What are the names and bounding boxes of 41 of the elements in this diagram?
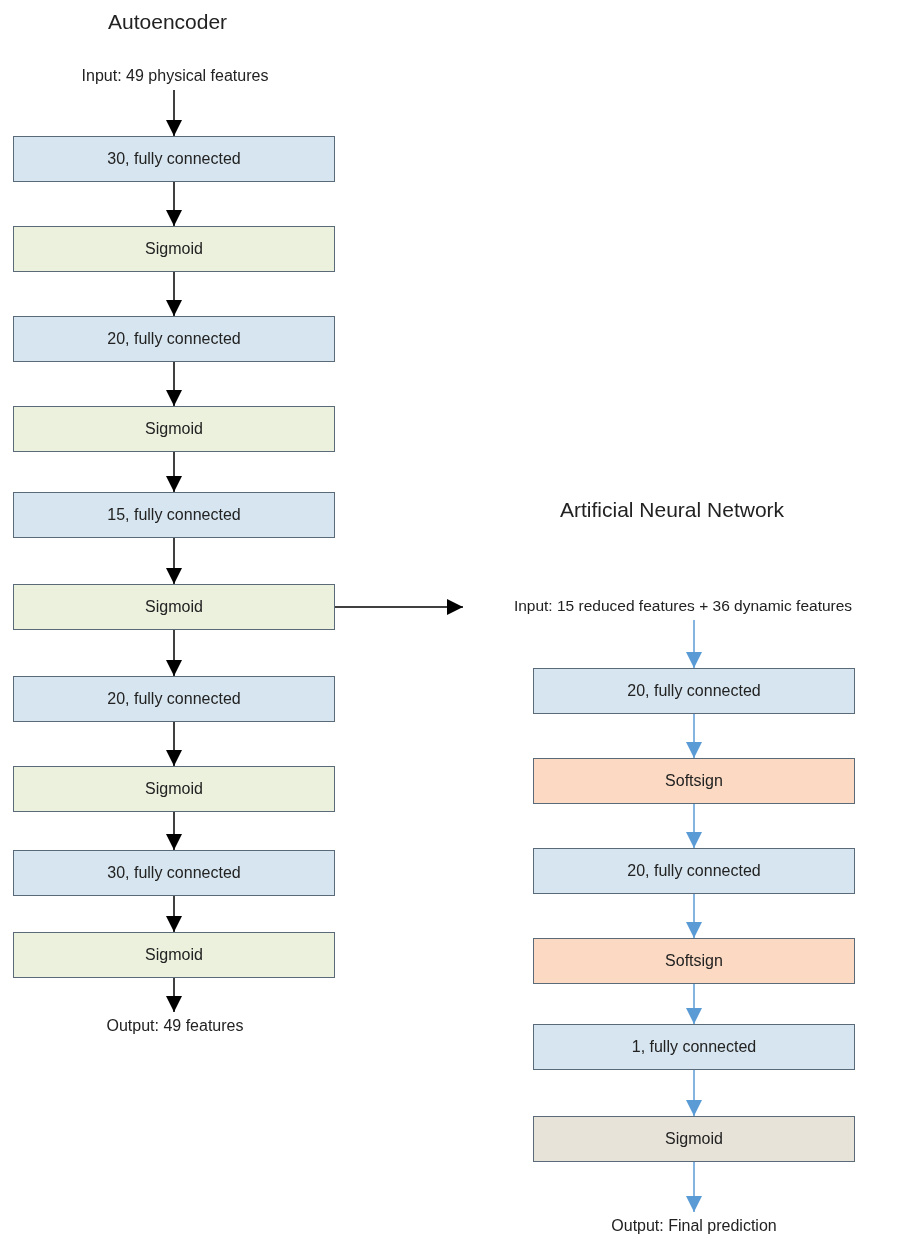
arrow bbox=[166, 721, 182, 767]
layer-box: 1, fully connected bbox=[533, 1024, 855, 1070]
arrow bbox=[166, 89, 182, 137]
arrow bbox=[334, 599, 464, 615]
layer-box: Softsign bbox=[533, 938, 855, 984]
layer-box: Sigmoid bbox=[533, 1116, 855, 1162]
layer-box: 30, fully connected bbox=[13, 850, 335, 896]
arrow bbox=[166, 271, 182, 317]
io-label: Output: 49 features bbox=[50, 1014, 300, 1038]
layer-box: Sigmoid bbox=[13, 406, 335, 452]
layer-box: Sigmoid bbox=[13, 932, 335, 978]
section-heading: Autoencoder bbox=[108, 10, 228, 34]
arrow bbox=[166, 629, 182, 677]
arrow bbox=[166, 451, 182, 493]
arrow bbox=[686, 713, 702, 759]
arrow bbox=[686, 983, 702, 1025]
io-label: Output: Final prediction bbox=[554, 1214, 834, 1238]
layer-box: 20, fully connected bbox=[13, 676, 335, 722]
layer-box: 15, fully connected bbox=[13, 492, 335, 538]
arrow bbox=[166, 181, 182, 227]
arrow bbox=[686, 619, 702, 669]
arrow bbox=[166, 977, 182, 1013]
arrow bbox=[686, 893, 702, 939]
layer-box: Softsign bbox=[533, 758, 855, 804]
io-label: Input: 15 reduced features + 36 dynamic features bbox=[463, 594, 903, 618]
arrow bbox=[686, 803, 702, 849]
layer-box: Sigmoid bbox=[13, 584, 335, 630]
arrow bbox=[166, 361, 182, 407]
layer-box: 30, fully connected bbox=[13, 136, 335, 182]
arrow bbox=[686, 1069, 702, 1117]
layer-box: 20, fully connected bbox=[533, 848, 855, 894]
arrow bbox=[166, 811, 182, 851]
arrow bbox=[166, 895, 182, 933]
layer-box: Sigmoid bbox=[13, 766, 335, 812]
layer-box: 20, fully connected bbox=[533, 668, 855, 714]
io-label: Input: 49 physical features bbox=[40, 64, 310, 88]
layer-box: Sigmoid bbox=[13, 226, 335, 272]
section-heading: Artificial Neural Network bbox=[560, 498, 785, 522]
arrow bbox=[166, 537, 182, 585]
layer-box: 20, fully connected bbox=[13, 316, 335, 362]
arrow bbox=[686, 1161, 702, 1213]
